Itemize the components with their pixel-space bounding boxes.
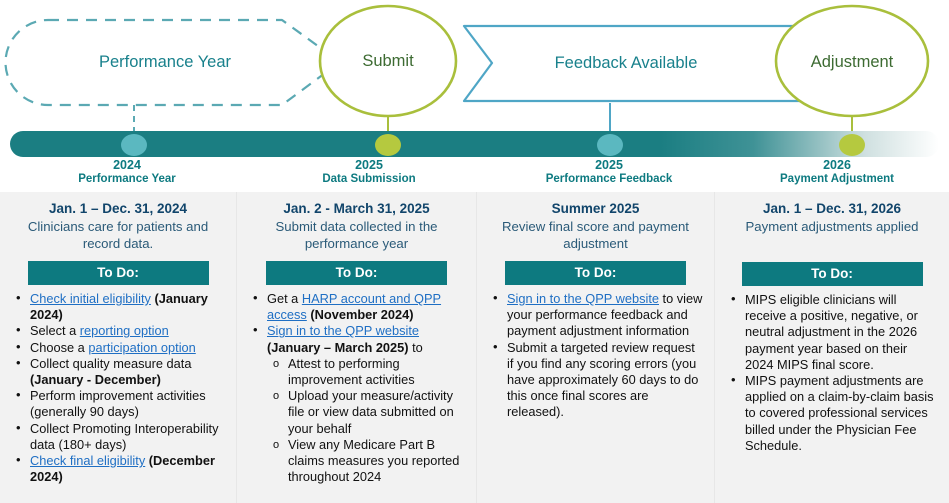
todo-item: MIPS eligible clinicians will receive a … [729,291,939,373]
timeline-diagram-svg [4,4,939,157]
column-performance-year: Jan. 1 – Dec. 31, 2024 Clinicians care f… [0,192,237,503]
column-date: Summer 2025 [551,201,640,216]
timeline-dot-2024 [121,134,147,156]
todo-item: Check final eligibility (December 2024) [14,452,226,485]
todo-header: To Do: [741,262,923,286]
todo-text: Collect Promoting Interoperability data … [30,420,219,452]
todo-emphasis: (January 2024) [30,291,208,323]
todo-link[interactable]: participation option [88,339,196,355]
tick-year: 2025 [355,158,383,172]
timeline-graphic: Performance Year Submit Feedback Availab… [0,0,949,192]
column-description: Clinicians care for patients and record … [27,219,209,251]
stage-shape-submit [318,4,458,118]
stage-label-feedback-available: Feedback Available [554,54,698,72]
todo-text: Choose a [30,339,89,355]
todo-text: Submit a targeted review request if you … [507,339,699,420]
todo-link[interactable]: reporting option [79,323,169,339]
tick-name: Data Submission [322,173,416,185]
todo-header: To Do: [266,261,447,285]
todo-item: MIPS payment adjustments are applied on … [729,372,939,454]
timeline-dot-2025-submission [375,134,401,156]
tick-year: 2024 [113,158,141,172]
todo-emphasis: (November 2024) [310,307,414,323]
todo-text: MIPS payment adjustments are applied on … [745,373,934,453]
timeline-dot-2025-feedback [597,134,623,156]
todo-link[interactable]: Sign in to the QPP website [267,323,419,339]
todo-emphasis: (January – March 2025) [267,339,409,355]
todo-emphasis: (January - December) [30,372,161,388]
todo-item: Collect Promoting Interoperability data … [14,420,226,453]
todo-text: Collect quality measure data [30,355,192,371]
todo-item: Get a HARP account and QPP access (Novem… [251,290,466,323]
todo-item: Collect quality measure data (January - … [14,355,226,388]
todo-item: Choose a participation option [14,339,226,356]
todo-list: Get a HARP account and QPP access (Novem… [245,290,468,486]
todo-link[interactable]: Check final eligibility [30,453,146,469]
todo-link[interactable]: Sign in to the QPP website [507,291,659,306]
column-date: Jan. 1 – Dec. 31, 2026 [762,201,902,216]
timeline-bar [10,131,939,157]
stage-label-performance-year: Performance Year [98,53,232,71]
column-description: Payment adjustments applied [745,219,919,234]
todo-text: to view your performance feedback and pa… [507,291,703,339]
todo-text: MIPS eligible clinicians will receive a … [745,292,918,372]
stage-label-submit: Submit [362,52,414,70]
timeline-tick-2025-data-submission: 2025 Data Submission [288,158,450,186]
todo-item: Select a reporting option [14,322,226,339]
tick-name: Performance Year [78,173,176,185]
todo-emphasis: (December 2024) [30,453,215,485]
stage-label-adjustment: Adjustment [810,53,894,71]
column-performance-feedback: Summer 2025 Review final score and payme… [477,192,715,503]
todo-text: to [408,339,423,355]
todo-header: To Do: [27,261,209,285]
todo-list: MIPS eligible clinicians will receive a … [723,291,941,454]
todo-text: Select a [30,323,80,339]
todo-item: Sign in to the QPP website (January – Ma… [251,322,466,486]
todo-item: Perform improvement activities (generall… [14,387,226,420]
stage-shape-performance-year [4,18,342,107]
stage-shape-adjustment [774,4,930,118]
timeline-dot-2026 [839,134,865,156]
todo-link[interactable]: Check initial eligibility [30,291,151,306]
todo-text: Get a [267,291,302,306]
todo-list: Sign in to the QPP website to view your … [485,290,706,421]
todo-text: Perform improvement activities (generall… [30,388,206,420]
timeline-tick-2026-payment-adjustment: 2026 Payment Adjustment [756,158,918,186]
timeline-tick-2024: 2024 Performance Year [46,158,208,186]
todo-subitem: Attest to performing improvement activit… [271,356,466,388]
todo-subitem: View any Medicare Part B claims measures… [271,437,466,486]
column-description: Review final score and payment adjustmen… [502,219,689,251]
todo-link[interactable]: HARP account and QPP access [267,291,442,323]
todo-list: Check initial eligibility (January 2024)… [8,290,228,485]
tick-year: 2025 [595,158,623,172]
column-description: Submit data collected in the performance… [275,219,438,251]
detail-columns: Jan. 1 – Dec. 31, 2024 Clinicians care f… [0,192,949,503]
todo-item: Sign in to the QPP website to view your … [491,290,704,340]
timeline-tick-2025-performance-feedback: 2025 Performance Feedback [528,158,690,186]
todo-item: Submit a targeted review request if you … [491,339,704,421]
todo-sublist: Attest to performing improvement activit… [267,356,466,486]
tick-name: Performance Feedback [545,173,673,185]
tick-year: 2026 [823,158,851,172]
todo-header: To Do: [505,261,686,285]
tick-name: Payment Adjustment [780,173,894,185]
column-data-submission: Jan. 2 - March 31, 2025 Submit data coll… [237,192,477,503]
column-date: Jan. 2 - March 31, 2025 [283,201,430,216]
todo-subitem: Upload your measure/activity file or vie… [271,388,466,437]
todo-item: Check initial eligibility (January 2024) [14,290,226,323]
column-payment-adjustment: Jan. 1 – Dec. 31, 2026 Payment adjustmen… [715,192,949,503]
column-date: Jan. 1 – Dec. 31, 2024 [48,201,188,216]
